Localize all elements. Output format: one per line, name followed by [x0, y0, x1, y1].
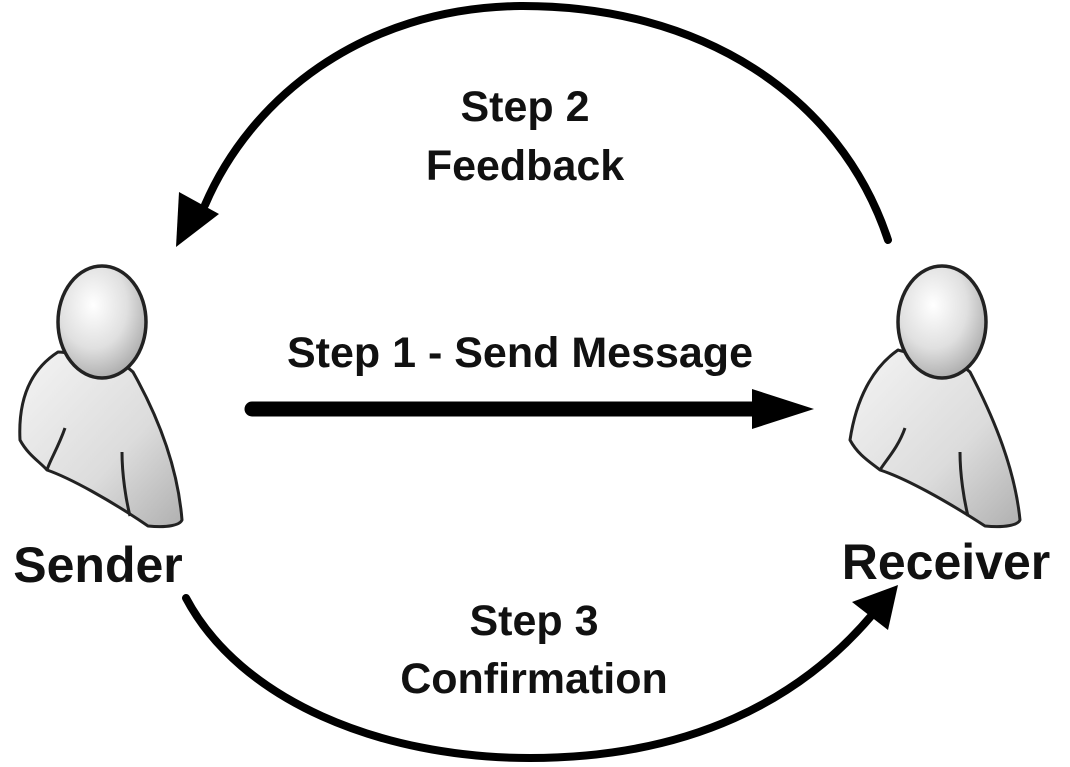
sender-person-icon — [18, 264, 184, 529]
confirmation-arc — [182, 585, 898, 763]
feedback-arrowhead-icon — [176, 192, 219, 247]
step-2-title: Step 2 — [460, 83, 590, 131]
sender-label: Sender — [13, 537, 183, 593]
receiver-label: Receiver — [841, 534, 1051, 590]
sender-head — [56, 264, 148, 380]
feedback-arc — [176, 1, 892, 247]
step-2-subtitle: Feedback — [425, 142, 625, 190]
feedback-arc-line — [201, 1, 892, 244]
send-message-arrow — [244, 389, 814, 429]
confirmation-arc-line — [182, 594, 876, 763]
step-3-title: Step 3 — [469, 597, 599, 645]
receiver-head — [896, 264, 988, 380]
receiver-person-icon — [848, 264, 1022, 529]
receiver-body-fold-2 — [958, 451, 970, 517]
sender-body-fold-1 — [45, 427, 67, 471]
sender-body-fold-2 — [120, 451, 132, 517]
confirmation-arrowhead-icon — [852, 585, 898, 630]
send-message-arrowhead-icon — [752, 389, 814, 429]
receiver-body-fold-1 — [878, 427, 907, 471]
step-3-subtitle: Confirmation — [400, 655, 668, 703]
step-1-label: Step 1 - Send Message — [287, 329, 753, 377]
